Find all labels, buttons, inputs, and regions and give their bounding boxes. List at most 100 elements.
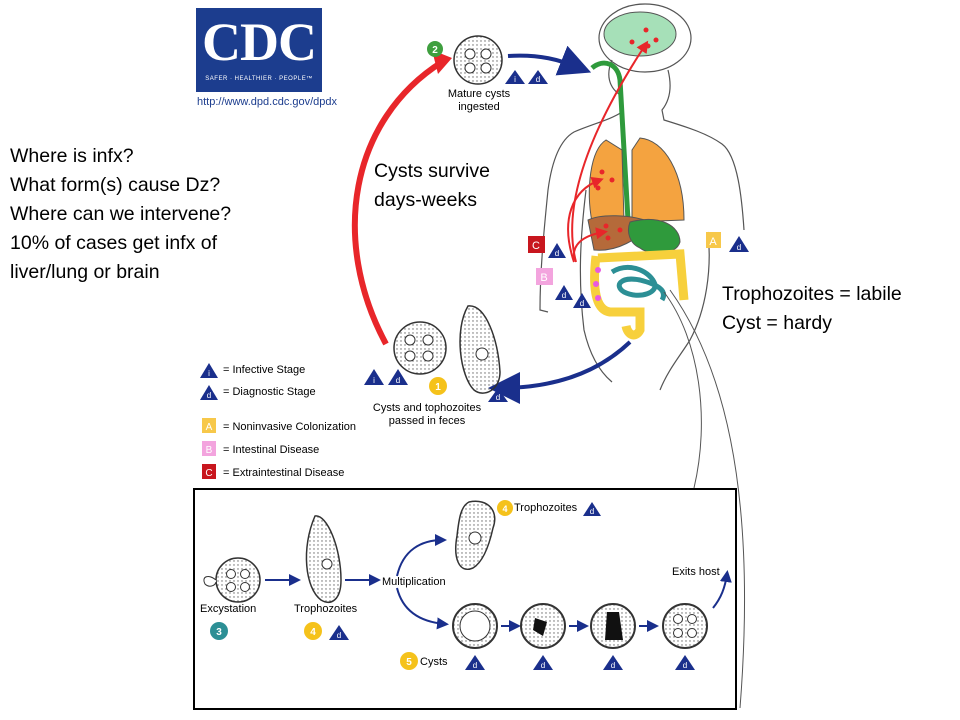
excystation-label: Excystation xyxy=(200,603,257,615)
step-1-number: 1 xyxy=(435,382,441,393)
diagnostic-stage-icon xyxy=(528,70,548,84)
svg-text:d: d xyxy=(580,299,584,308)
cdc-logo-tagline: SAFER · HEALTHIER · PEOPLE™ xyxy=(205,76,313,82)
svg-text:i: i xyxy=(373,376,375,385)
svg-text:d: d xyxy=(337,631,341,640)
svg-text:d: d xyxy=(207,391,211,400)
note-line: liver/lung or brain xyxy=(10,261,160,283)
notes-middle: Cysts survive days-weeks xyxy=(374,157,490,215)
legend-diagnostic-text: = Diagnostic Stage xyxy=(223,386,316,398)
diagnostic-stage-icon xyxy=(488,388,508,402)
legend-c-icon xyxy=(202,464,216,479)
svg-text:d: d xyxy=(541,661,545,670)
right-lung xyxy=(631,137,685,223)
intestinal-ulcers xyxy=(593,267,601,301)
svg-text:d: d xyxy=(590,507,594,516)
legend-a-text: = Noninvasive Colonization xyxy=(223,421,356,433)
svg-text:5: 5 xyxy=(406,657,412,668)
liver-spread-arrow xyxy=(572,227,608,261)
inset-diagram: 3 4 d 4 d 5 d d d d xyxy=(203,500,732,670)
svg-text:d: d xyxy=(396,376,400,385)
esophagus xyxy=(590,60,631,221)
step-1-marker xyxy=(429,377,447,395)
cysts-label: Cysts xyxy=(420,656,448,668)
diagnostic-stage-icon xyxy=(388,369,408,385)
mature-cyst-inset xyxy=(662,603,708,649)
step-4-marker xyxy=(304,622,322,640)
infective-stage-icon xyxy=(505,70,525,84)
note-line: Where can we intervene? xyxy=(10,203,232,225)
svg-text:4: 4 xyxy=(310,627,316,638)
cycle-red-arrow xyxy=(351,59,444,346)
badge-a xyxy=(706,232,721,248)
badge-c xyxy=(528,236,545,253)
step-3-marker xyxy=(210,622,228,640)
step-3-number: 3 xyxy=(216,627,222,638)
svg-text:i: i xyxy=(514,75,516,84)
excretion-arrow xyxy=(488,340,632,404)
step-2-number: 2 xyxy=(432,45,438,56)
svg-text:A: A xyxy=(709,236,717,248)
legend-icons: i d A B C xyxy=(200,363,218,479)
svg-text:d: d xyxy=(473,661,477,670)
notes-right: Trophozoites = labile Cyst = hardy xyxy=(722,280,902,338)
svg-text:d: d xyxy=(737,243,741,252)
svg-text:d: d xyxy=(683,661,687,670)
svg-text:C: C xyxy=(532,240,540,252)
note-line: Where is infx? xyxy=(10,145,134,167)
exits-host-arrow xyxy=(712,570,732,609)
trophozoites-label: Trophozoites xyxy=(294,603,358,615)
trophozoites-top-label: Trophozoites xyxy=(514,502,578,514)
mature-cyst xyxy=(453,35,503,85)
svg-text:d: d xyxy=(555,249,559,258)
note-line: What form(s) cause Dz? xyxy=(10,174,221,196)
legend-a-icon xyxy=(202,418,216,433)
cdc-logo xyxy=(196,8,322,92)
svg-text:B: B xyxy=(540,272,547,284)
cdc-logo-text: CDC xyxy=(202,12,317,72)
legend-b-text: = Intestinal Disease xyxy=(223,444,320,456)
note-line: 10% of cases get infx of xyxy=(10,232,218,254)
svg-text:i: i xyxy=(208,369,210,378)
svg-text:d: d xyxy=(536,75,540,84)
notes-left: Where is infx? What form(s) cause Dz? Wh… xyxy=(10,142,231,287)
ingestion-arrow xyxy=(507,45,592,76)
svg-text:A: A xyxy=(206,422,213,433)
exits-host-label: Exits host xyxy=(672,566,720,578)
step-1-label: Cysts and tophozoites passed in feces xyxy=(372,402,482,427)
brain xyxy=(603,11,677,57)
note-line: Trophozoites = labile xyxy=(722,283,902,305)
small-intestine xyxy=(610,265,666,302)
legend-diagnostic-icon xyxy=(200,385,218,400)
svg-text:d: d xyxy=(562,291,566,300)
legend-infective-text: = Infective Stage xyxy=(223,364,306,376)
note-line: days-weeks xyxy=(374,189,477,211)
excystation-cyst xyxy=(203,557,261,603)
note-line: Cyst = hardy xyxy=(722,312,833,334)
svg-text:d: d xyxy=(611,661,615,670)
infective-stage-icon xyxy=(364,369,384,385)
step-2-marker xyxy=(427,41,443,57)
svg-text:C: C xyxy=(205,468,212,479)
legend-infective-icon xyxy=(200,363,218,378)
badge-b xyxy=(536,268,553,285)
passed-cyst xyxy=(393,321,447,375)
lung-spread-arrow xyxy=(567,177,604,263)
note-line: Cysts survive xyxy=(374,160,490,182)
replication-inset xyxy=(193,488,737,710)
cdc-url: http://www.dpd.cdc.gov/dpdx xyxy=(197,96,338,108)
liver-lesions xyxy=(603,223,623,241)
svg-text:B: B xyxy=(206,445,213,456)
svg-text:4: 4 xyxy=(502,504,507,514)
svg-text:d: d xyxy=(496,393,500,402)
legend-b-icon xyxy=(202,441,216,456)
trophozoite xyxy=(305,515,342,603)
multiplication-label: Multiplication xyxy=(382,576,446,588)
brain-spread-arrow xyxy=(571,40,649,263)
step-2-label: Mature cysts ingested xyxy=(447,88,511,113)
step-5-marker xyxy=(400,652,418,670)
legend-c-text: = Extraintestinal Disease xyxy=(223,467,345,479)
step-4-top-marker xyxy=(497,500,513,516)
